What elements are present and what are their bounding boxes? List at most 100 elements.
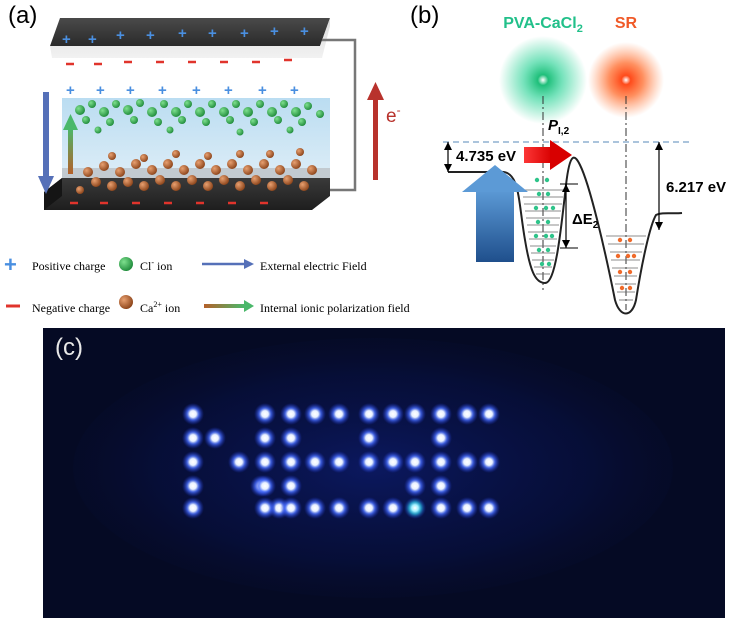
led-dot [328, 497, 350, 519]
svg-text:+: + [88, 31, 97, 48]
energy-left-label: 4.735 eV [456, 148, 516, 165]
sr-glow-icon [588, 42, 664, 118]
svg-text:+: + [126, 82, 135, 99]
led-dot [358, 427, 380, 449]
transfer-arrow [522, 140, 572, 170]
sr-carriers [615, 237, 637, 291]
led-dot [430, 403, 452, 425]
pva-carriers [533, 177, 556, 267]
external-field-arrow [38, 92, 54, 194]
led-dot [182, 475, 204, 497]
led-dot [478, 497, 500, 519]
legend-ca-ion: Ca2+ ion [119, 295, 180, 315]
svg-text:+: + [258, 82, 267, 99]
led-dot [280, 497, 302, 519]
led-display-photo: (c) [43, 328, 725, 618]
svg-text:+: + [116, 27, 125, 44]
led-dot [254, 451, 276, 473]
led-dot [430, 475, 452, 497]
pva-energy-levels [522, 189, 564, 275]
legend-external-field-label: External electric Field [260, 259, 367, 273]
svg-text:+: + [146, 27, 155, 44]
svg-text:+: + [62, 31, 71, 48]
led-dot [358, 403, 380, 425]
led-dot [204, 427, 226, 449]
gel-layer [62, 98, 330, 168]
delta-e-dimension [560, 183, 578, 249]
led-dot [430, 497, 452, 519]
svg-text:+: + [178, 25, 187, 42]
sr-energy-levels [606, 235, 646, 301]
svg-text:+: + [240, 25, 249, 42]
led-dot [358, 451, 380, 473]
bottom-electrode-side [44, 178, 62, 210]
led-dot [430, 451, 452, 473]
internal-field-icon [204, 304, 244, 308]
led-dot [404, 451, 426, 473]
plus-icon: + [4, 252, 17, 277]
led-dot [456, 451, 478, 473]
led-dot [280, 403, 302, 425]
svg-text:+: + [96, 82, 105, 99]
legend-positive: + Positive charge [4, 252, 105, 277]
svg-text:+: + [270, 23, 279, 40]
external-wire [322, 38, 357, 192]
led-dot [254, 427, 276, 449]
delta-e-label: ΔE2 [572, 211, 599, 231]
led-dot [430, 427, 452, 449]
svg-text:+: + [208, 25, 217, 42]
svg-text:+: + [158, 82, 167, 99]
legend-internal-field-label: Internal ionic polarization field [260, 301, 410, 315]
energy-left-dimension [444, 142, 524, 172]
internal-field-arrow [63, 114, 78, 174]
polarization-label: PI,2 [548, 117, 570, 137]
led-dot [304, 403, 326, 425]
material-left-label: PVA-CaCl2 [503, 15, 583, 35]
led-dot [254, 497, 276, 519]
top-plate-positive-charges: + + + + + + + + + [62, 23, 309, 48]
led-dot [328, 403, 350, 425]
legend-internal-field: Internal ionic polarization field [204, 300, 410, 315]
led-dot [478, 451, 500, 473]
legend-positive-label: Positive charge [32, 259, 105, 273]
led-dot [382, 451, 404, 473]
panel-b-label: (b) [410, 2, 440, 29]
legend-negative: Negative charge [6, 301, 110, 315]
led-dot [404, 403, 426, 425]
svg-text:+: + [224, 82, 233, 99]
led-dot [228, 451, 250, 473]
led-dot [280, 427, 302, 449]
led-dot [382, 497, 404, 519]
led-dot [328, 451, 350, 473]
led-dot [182, 403, 204, 425]
led-dot [254, 403, 276, 425]
energy-right-dimension [655, 142, 663, 230]
led-array [73, 338, 673, 598]
led-dot [182, 497, 204, 519]
energy-diagram: PVA-CaCl2 SR PI,2 [443, 15, 726, 315]
cl-ion-cluster [75, 99, 324, 136]
top-plate-negative-charges [66, 58, 292, 66]
gel-bottom [62, 168, 330, 178]
legend-cl-ion-label: Cl- ion [140, 258, 172, 273]
potential-curve [499, 156, 683, 315]
svg-text:+: + [300, 23, 309, 40]
led-dot [478, 403, 500, 425]
svg-text:+: + [192, 82, 201, 99]
legend: + Positive charge Cl- ion External elect… [4, 252, 410, 315]
led-dot [280, 451, 302, 473]
led-dot [404, 475, 426, 497]
legend-negative-label: Negative charge [32, 301, 110, 315]
svg-text:+: + [66, 82, 75, 99]
legend-ca-ion-label: Ca2+ ion [140, 300, 180, 315]
svg-text:+: + [290, 82, 299, 99]
led-dot [304, 451, 326, 473]
legend-external-field: External electric Field [202, 259, 367, 273]
device-illustration: + + + + + + + + + + + + + + + + + [38, 18, 401, 210]
led-dot [182, 451, 204, 473]
electron-flow-arrow [367, 82, 384, 180]
gel-positive-charges: + + + + + + + + [66, 82, 299, 99]
top-electrode [50, 18, 330, 46]
pva-glow-icon [499, 36, 587, 124]
